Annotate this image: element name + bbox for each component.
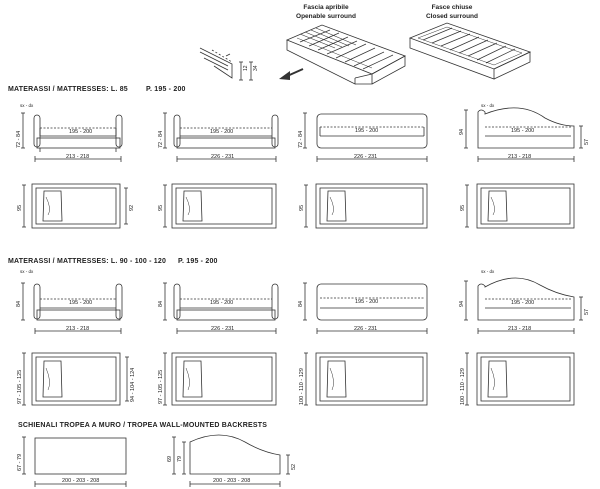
overall-length-label: 226 - 231 <box>354 154 378 160</box>
bed-closed-illustration <box>408 22 532 80</box>
openable-caption-line2: Openable surround <box>296 13 356 20</box>
sx-dx-label: sx - dx <box>20 269 34 274</box>
height-label: 72 - 84 <box>16 130 22 148</box>
width-label: 97 - 105 - 125 <box>158 369 164 404</box>
sx-dx-label: sx - dx <box>481 103 495 108</box>
openable-caption: Fascia apribile Openable surround <box>286 3 366 21</box>
height-label: 94 <box>459 300 465 307</box>
top-view-2-3 <box>304 352 428 406</box>
backrest-height-label: 67 - 79 <box>17 453 23 471</box>
backrest-height-label: 69 <box>167 455 173 462</box>
top-view-1-4 <box>465 183 575 229</box>
front-view-2-3 <box>303 282 428 334</box>
height-label: 84 <box>298 300 304 307</box>
backrest-straight <box>22 436 127 487</box>
top-view-1-2 <box>163 183 277 229</box>
top-view-2-2 <box>163 352 277 406</box>
section2-title: MATERASSI / MATTRESSES: L. 90 - 100 - 12… <box>8 258 167 265</box>
section1-length: P. 195 - 200 <box>146 86 186 93</box>
width-label: 95 <box>460 204 466 211</box>
section2-length: P. 195 - 200 <box>178 258 218 265</box>
mattress-length-label: 195 - 200 <box>511 300 535 306</box>
height-label: 57 <box>584 308 590 315</box>
section1-title: MATERASSI / MATTRESSES: L. 85 <box>8 86 128 93</box>
width-label: 95 <box>158 204 164 211</box>
mattress-length-label: 195 - 200 <box>69 300 93 306</box>
overall-length-label: 213 - 218 <box>66 154 90 160</box>
sx-dx-label: sx - dx <box>481 269 495 274</box>
height-label: 84 <box>158 300 164 307</box>
overall-length-label: 226 - 231 <box>354 326 378 332</box>
width-label: 97 - 105 - 125 <box>17 369 23 404</box>
mattress-length-label: 195 - 200 <box>511 128 535 134</box>
height-label: 94 <box>459 128 465 135</box>
front-view-2-1 <box>21 282 123 334</box>
overall-length-label: 226 - 231 <box>211 154 235 160</box>
openable-caption-line1: Fascia apribile <box>303 4 349 11</box>
sx-dx-label: sx - dx <box>20 103 34 108</box>
width-label: 100 - 110 - 129 <box>299 368 305 405</box>
detail-dim-2: 34 <box>253 65 259 71</box>
section3-title: SCHIENALI TROPEA A MURO / TROPEA WALL-MO… <box>18 422 268 429</box>
width-label: 100 - 110 - 129 <box>460 368 466 405</box>
front-view-2-4 <box>464 277 583 334</box>
top-view-2-1 <box>22 352 129 406</box>
front-view-2-2 <box>163 282 279 334</box>
top-view-1-1 <box>22 183 128 229</box>
backrest-height-label: 52 <box>291 463 297 470</box>
detail-section-drawing <box>199 47 253 81</box>
overall-length-label: 226 - 231 <box>211 326 235 332</box>
height-label: 72 - 84 <box>158 130 164 148</box>
overall-length-label: 213 - 218 <box>66 326 90 332</box>
overall-length-label: 213 - 218 <box>508 154 532 160</box>
mattress-length-label: 195 - 200 <box>210 129 234 135</box>
front-view-1-4 <box>464 107 583 162</box>
backrest-curved <box>172 434 290 487</box>
width-label: 92 <box>129 204 135 211</box>
detail-dim-1: 12 <box>243 65 249 71</box>
top-view-2-4 <box>465 352 575 406</box>
backrest-height-label: 79 <box>177 455 183 462</box>
mattress-length-label: 195 - 200 <box>69 129 93 135</box>
front-view-1-2 <box>163 112 279 162</box>
mattress-length-label: 195 - 200 <box>210 300 234 306</box>
front-view-1-1 <box>21 112 123 162</box>
closed-caption-line1: Fasce chiuse <box>431 4 473 11</box>
mattress-length-label: 195 - 200 <box>355 299 379 305</box>
top-view-1-3 <box>304 183 428 229</box>
mattress-length-label: 195 - 200 <box>355 128 379 134</box>
backrest-width-label: 200 - 203 - 208 <box>213 478 251 484</box>
height-label: 57 <box>584 138 590 145</box>
height-label: 72 - 84 <box>298 130 304 148</box>
backrest-width-label: 200 - 203 - 208 <box>62 478 100 484</box>
width-label: 95 <box>299 204 305 211</box>
width-label: 94 - 104 - 124 <box>130 367 136 402</box>
width-label: 95 <box>17 204 23 211</box>
closed-caption: Fasce chiuse Closed surround <box>412 3 492 21</box>
bed-openable-illustration <box>279 24 406 85</box>
closed-caption-line2: Closed surround <box>425 13 478 20</box>
height-label: 84 <box>16 300 22 307</box>
front-view-1-3 <box>303 112 428 162</box>
overall-length-label: 213 - 218 <box>508 326 532 332</box>
